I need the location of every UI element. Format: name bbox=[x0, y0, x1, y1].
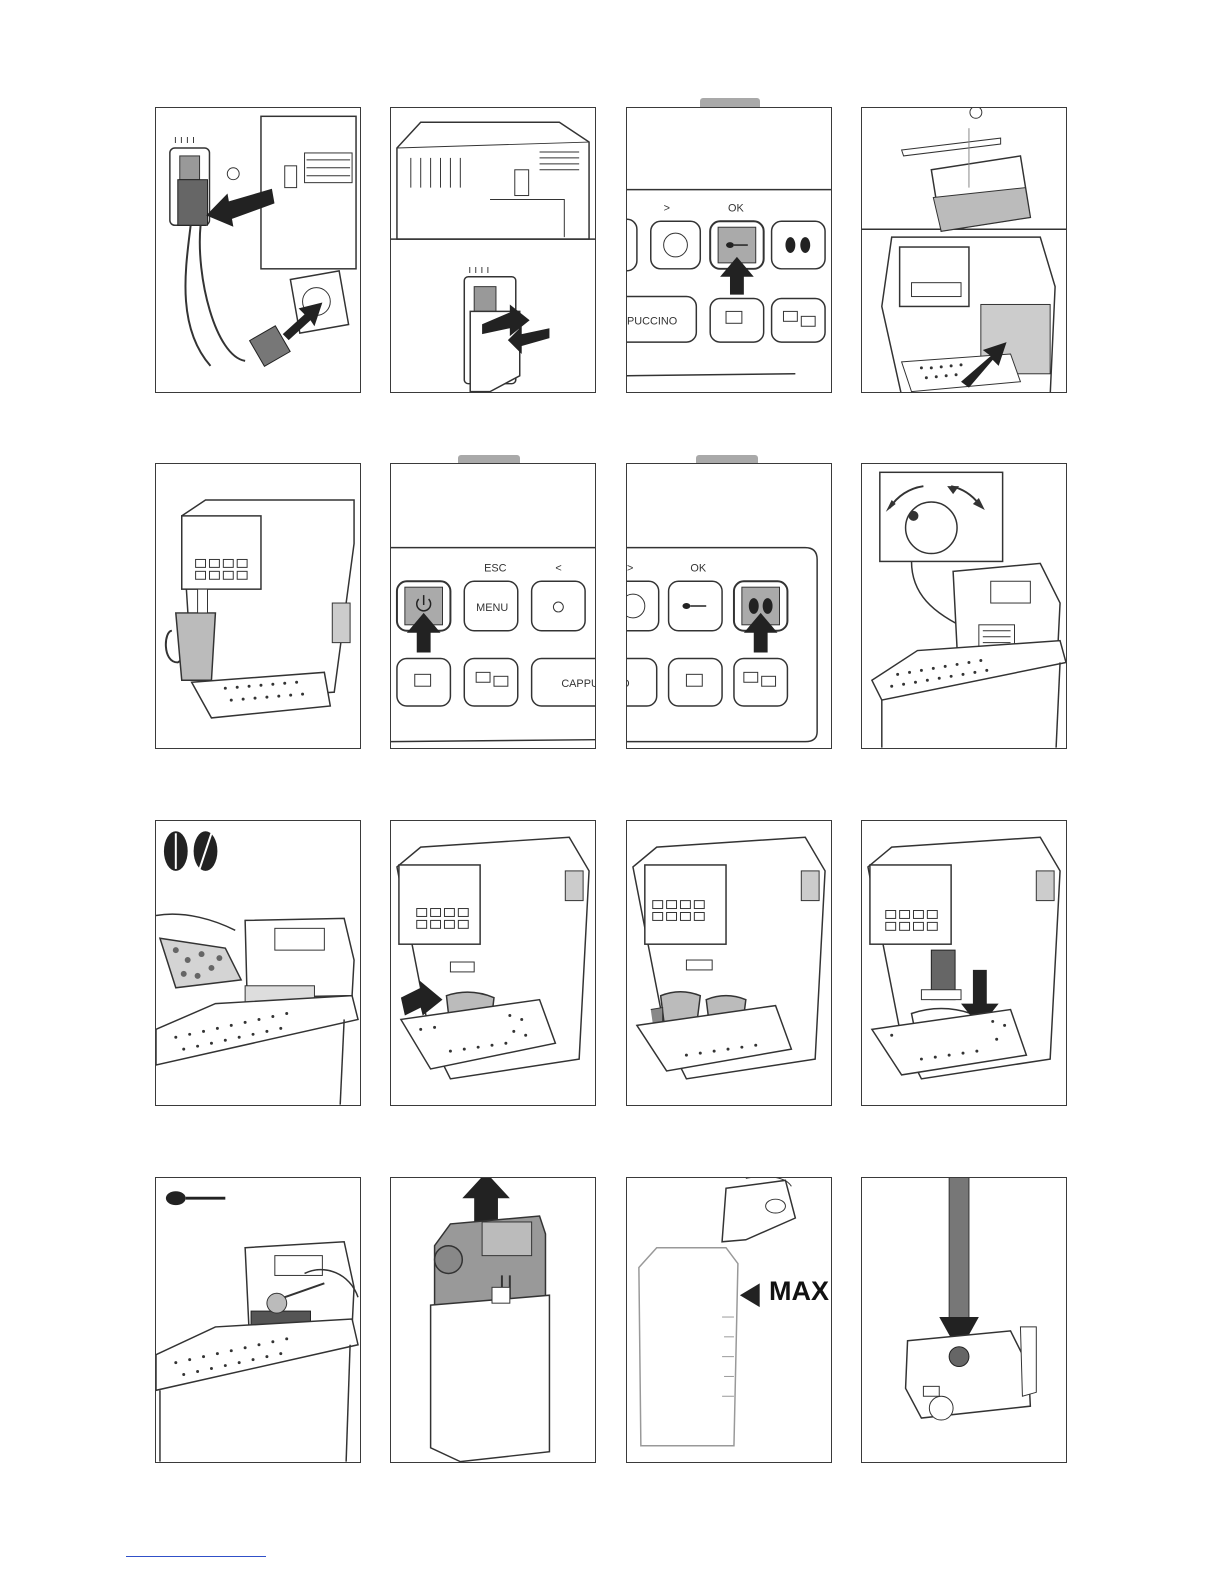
step-14-panel bbox=[390, 1177, 596, 1463]
svg-text:OK: OK bbox=[690, 562, 706, 574]
power-switch-icon: ı ı ı ı bbox=[156, 108, 360, 392]
svg-text:ESC: ESC bbox=[484, 562, 507, 574]
step-11-panel bbox=[626, 820, 832, 1106]
step-9-panel bbox=[155, 820, 361, 1106]
step-4-panel bbox=[861, 107, 1067, 393]
control-panel-beans: > OK O bbox=[627, 464, 831, 748]
water-tap-icon bbox=[862, 108, 1066, 392]
spoon-icon bbox=[156, 1178, 360, 1462]
control-panel-ok: > OK PUCCINO bbox=[627, 108, 831, 392]
svg-text:ı ı ı ı: ı ı ı ı bbox=[468, 264, 489, 276]
step-8-panel bbox=[861, 463, 1067, 749]
coffee-machine-icon bbox=[156, 464, 360, 748]
single-cup-icon bbox=[391, 821, 595, 1105]
max-label: MAX bbox=[769, 1276, 829, 1307]
step-6-panel: ESC < MENU CAPPU bbox=[390, 463, 596, 749]
control-panel-power: ESC < MENU CAPPU bbox=[391, 464, 595, 748]
step-12-panel bbox=[861, 820, 1067, 1106]
svg-text:PUCCINO: PUCCINO bbox=[627, 315, 677, 327]
svg-text:>: > bbox=[627, 562, 633, 574]
step-10-panel bbox=[390, 820, 596, 1106]
coffee-beans-icon bbox=[156, 821, 360, 1105]
svg-text:O: O bbox=[627, 678, 630, 690]
grinder-dial-icon bbox=[862, 464, 1066, 748]
step-7-panel: > OK O bbox=[626, 463, 832, 749]
svg-text:<: < bbox=[555, 562, 561, 574]
step-16-panel bbox=[861, 1177, 1067, 1463]
footer-link-underline bbox=[126, 1556, 266, 1557]
descaler-icon bbox=[862, 1178, 1066, 1462]
up-arrow-icon bbox=[391, 1178, 595, 1462]
svg-text:ı ı ı ı: ı ı ı ı bbox=[174, 134, 195, 146]
step-13-panel bbox=[155, 1177, 361, 1463]
step-15-panel: MAX bbox=[626, 1177, 832, 1463]
step-2-panel: ı ı ı ı bbox=[390, 107, 596, 393]
step-1-panel: ı ı ı ı bbox=[155, 107, 361, 393]
step-5-panel bbox=[155, 463, 361, 749]
power-plug-icon: ı ı ı ı bbox=[391, 108, 595, 392]
svg-text:MENU: MENU bbox=[476, 602, 508, 614]
milk-jug-icon bbox=[627, 1178, 831, 1462]
svg-text:CAPPU: CAPPU bbox=[561, 678, 595, 690]
double-cup-icon bbox=[627, 821, 831, 1105]
step-3-panel: > OK PUCCINO bbox=[626, 107, 832, 393]
down-arrow-icon bbox=[862, 821, 1066, 1105]
svg-text:OK: OK bbox=[728, 202, 744, 214]
svg-text:>: > bbox=[664, 202, 670, 214]
